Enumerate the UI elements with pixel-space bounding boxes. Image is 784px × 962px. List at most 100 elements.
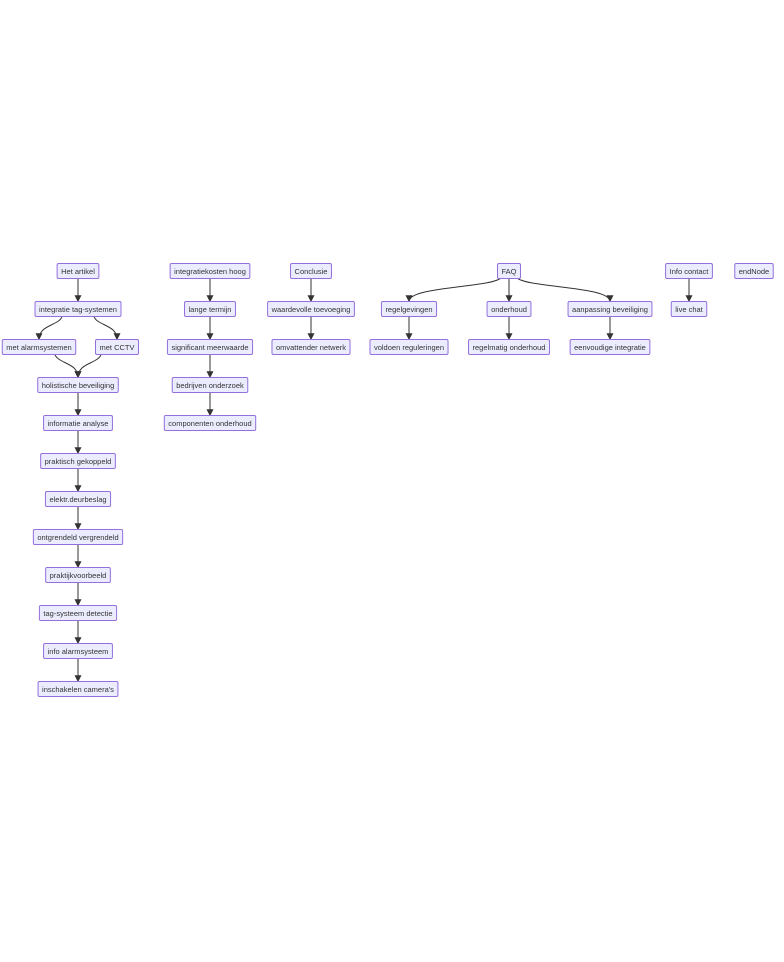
node-box <box>267 301 355 317</box>
flow-node: praktijkvoorbeeld <box>45 567 111 583</box>
node-box <box>37 377 119 393</box>
node-box <box>271 339 351 355</box>
flow-node: integratiekosten hoog <box>169 263 251 279</box>
flow-node: informatie analyse <box>43 415 113 431</box>
node-label: significant meerwaarde <box>171 343 248 352</box>
flow-node: waardevolle toevoeging <box>267 301 355 317</box>
node-label: elektr.deurbeslag <box>49 495 106 504</box>
node-box <box>1 339 77 355</box>
node-label: inschakelen camera's <box>42 685 114 694</box>
node-label: integratiekosten hoog <box>174 267 246 276</box>
flow-node: Het artikel <box>56 263 100 279</box>
edge-arrow <box>93 315 121 341</box>
node-box <box>43 415 113 431</box>
node-label: informatie analyse <box>48 419 109 428</box>
node-label: bedrijven onderzoek <box>176 381 244 390</box>
node-box <box>38 605 118 621</box>
node-label: onderhoud <box>491 305 527 314</box>
edge-arrow <box>35 315 63 341</box>
flow-node: voldoen reguleringen <box>369 339 449 355</box>
node-box <box>171 377 249 393</box>
node-label: Het artikel <box>61 267 95 276</box>
node-box <box>380 301 438 317</box>
node-box <box>567 301 653 317</box>
node-box <box>56 263 100 279</box>
flow-node: eenvoudige integratie <box>569 339 651 355</box>
flow-node: met CCTV <box>94 339 140 355</box>
node-box <box>496 263 522 279</box>
edge-arrow <box>405 277 502 303</box>
flow-node: bedrijven onderzoek <box>171 377 249 393</box>
node-label: lange termijn <box>189 305 232 314</box>
node-label: ontgrendeld vergrendeld <box>37 533 118 542</box>
nodes-layer: Het artikel integratie tag-systemen met al… <box>1 263 774 697</box>
node-label: FAQ <box>501 267 516 276</box>
flow-node: Conclusie <box>290 263 332 279</box>
edges-layer <box>35 277 693 683</box>
node-box <box>32 529 124 545</box>
node-label: waardevolle toevoeging <box>271 305 351 314</box>
flow-node: componenten onderhoud <box>163 415 257 431</box>
flow-node: onderhoud <box>486 301 532 317</box>
node-label: praktisch gekoppeld <box>45 457 112 466</box>
flow-node: significant meerwaarde <box>166 339 254 355</box>
flow-node: endNode <box>734 263 774 279</box>
node-label: aanpassing beveiliging <box>572 305 648 314</box>
edge-arrow <box>74 353 102 379</box>
node-label: componenten onderhoud <box>168 419 251 428</box>
node-label: met alarmsystemen <box>6 343 71 352</box>
node-box <box>665 263 713 279</box>
node-label: met CCTV <box>99 343 134 352</box>
flow-node: praktisch gekoppeld <box>40 453 116 469</box>
flow-node: elektr.deurbeslag <box>44 491 112 507</box>
node-label: voldoen reguleringen <box>374 343 444 352</box>
node-box <box>468 339 550 355</box>
node-box <box>166 339 254 355</box>
node-box <box>369 339 449 355</box>
node-box <box>37 681 119 697</box>
flow-node: tag-systeem detectie <box>38 605 118 621</box>
node-label: live chat <box>675 305 703 314</box>
node-box <box>40 453 116 469</box>
node-label: omvattender netwerk <box>276 343 346 352</box>
node-box <box>734 263 774 279</box>
node-label: regelmatig onderhoud <box>473 343 546 352</box>
node-label: Info contact <box>670 267 710 276</box>
flow-node: info alarmsysteem <box>43 643 113 659</box>
node-label: integratie tag-systemen <box>39 305 117 314</box>
node-label: regelgevingen <box>385 305 432 314</box>
flow-node: live chat <box>670 301 708 317</box>
flow-node: aanpassing beveiliging <box>567 301 653 317</box>
node-label: endNode <box>739 267 769 276</box>
flow-node: FAQ <box>496 263 522 279</box>
flow-node: lange termijn <box>184 301 236 317</box>
node-box <box>34 301 122 317</box>
flow-node: ontgrendeld vergrendeld <box>32 529 124 545</box>
node-label: info alarmsysteem <box>48 647 109 656</box>
node-label: Conclusie <box>295 267 328 276</box>
node-label: eenvoudige integratie <box>574 343 646 352</box>
node-box <box>43 643 113 659</box>
node-box <box>569 339 651 355</box>
edge-arrow <box>516 277 614 303</box>
flow-node: Info contact <box>665 263 713 279</box>
node-label: tag-systeem detectie <box>43 609 112 618</box>
node-box <box>45 567 111 583</box>
node-box <box>290 263 332 279</box>
node-box <box>670 301 708 317</box>
flow-node: met alarmsystemen <box>1 339 77 355</box>
node-box <box>169 263 251 279</box>
flow-node: holistische beveiliging <box>37 377 119 393</box>
node-box <box>94 339 140 355</box>
edge-arrow <box>54 353 82 379</box>
node-label: praktijkvoorbeeld <box>50 571 107 580</box>
node-label: holistische beveiliging <box>42 381 115 390</box>
node-box <box>184 301 236 317</box>
flow-node: regelgevingen <box>380 301 438 317</box>
node-box <box>486 301 532 317</box>
flow-node: regelmatig onderhoud <box>468 339 550 355</box>
flow-node: omvattender netwerk <box>271 339 351 355</box>
node-box <box>44 491 112 507</box>
node-box <box>163 415 257 431</box>
flow-node: inschakelen camera's <box>37 681 119 697</box>
